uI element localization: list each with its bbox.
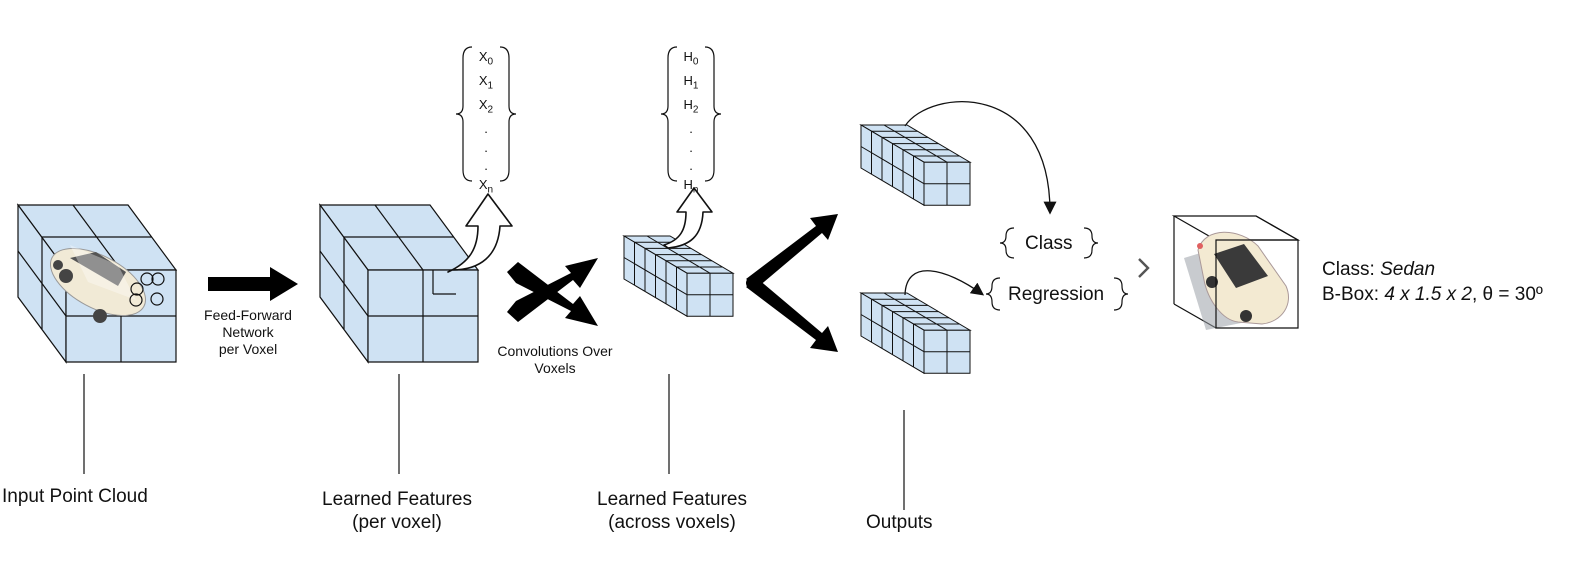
h-vector-right-brace (704, 46, 722, 182)
feed-forward-line: Network (222, 323, 274, 340)
regression-output-grid (859, 292, 972, 375)
class-output-grid (859, 124, 972, 207)
per-voxel-feature-grid (318, 203, 480, 364)
regression-left-brace (985, 277, 1001, 311)
h-vector-entry: H1 (679, 72, 703, 96)
h-entry-base: H (683, 73, 693, 89)
x-entry-base: . (484, 158, 488, 174)
result-bbox-angle: , θ = 30º (1471, 284, 1543, 305)
learned-per-voxel-line: Learned Features (322, 489, 472, 510)
h-entry-base: H (683, 49, 693, 64)
h-vector-entry: . (679, 157, 703, 176)
input-point-cloud-label: Input Point Cloud (2, 486, 148, 507)
voxel-edge (883, 292, 948, 331)
x-vector: X0 X1 X2 . . . Xn (474, 48, 498, 200)
feed-forward-label: Feed-Forward Network per Voxel (190, 307, 306, 357)
convolutions-line: Voxels (534, 359, 576, 376)
input-car-image (49, 245, 147, 323)
learned-per-voxel-label: Learned Features (per voxel) (306, 489, 488, 535)
class-right-brace (1083, 227, 1099, 259)
class-head-label: Class (1025, 233, 1073, 254)
x-vector-right-brace (499, 46, 517, 182)
point-markers (129, 272, 165, 307)
regression-right-brace (1113, 277, 1129, 311)
h-vector-entry: . (679, 120, 703, 139)
x-entry-base: X (478, 73, 488, 89)
x-vector-entry: X2 (474, 96, 498, 120)
x-vector-left-brace (455, 46, 473, 182)
x-entry-sub: n (487, 184, 494, 196)
split-arrows (746, 214, 838, 352)
x-vector-entry: . (474, 139, 498, 158)
x-vector-entry: . (474, 120, 498, 139)
learned-across-line: (across voxels) (608, 511, 736, 533)
result-bbox-prefix: B-Box: (1322, 284, 1385, 305)
x-vector-entry: Xn (474, 176, 498, 200)
outputs-label: Outputs (866, 512, 933, 533)
h-entry-base: H (683, 176, 693, 192)
result-class-line: Class: Sedan (1322, 259, 1435, 281)
x-vector-entry: X1 (474, 72, 498, 96)
h-vector: H0 H1 H2 . . . Hn (679, 48, 703, 200)
result-bbox-dims: 4 x 1.5 x 2 (1384, 284, 1472, 305)
h-entry-base: . (689, 139, 693, 155)
h-entry-sub: 0 (692, 56, 699, 68)
voxel-edge (623, 257, 688, 296)
convolutions-line: Convolutions Over (497, 343, 613, 359)
x-entry-base: X (478, 97, 488, 113)
x-vector-entry: . (474, 157, 498, 176)
x-entry-base: . (484, 121, 488, 137)
result-car-image (1197, 231, 1289, 325)
h-vector-left-brace (660, 46, 678, 182)
across-voxel-feature-grid (622, 235, 735, 318)
class-head-arrow (904, 101, 1057, 215)
x-entry-base: X (478, 176, 488, 192)
convolutions-label: Convolutions Over Voxels (480, 343, 630, 377)
x-entry-base: . (484, 139, 488, 155)
x-vector-entry: X0 (474, 48, 498, 72)
result-class-value: Sedan (1380, 259, 1436, 280)
h-entry-sub: 2 (692, 104, 699, 116)
h-entry-base: H (683, 97, 693, 113)
h-entry-base: . (689, 121, 693, 137)
x-entry-base: X (478, 49, 488, 64)
result-box-front (1215, 215, 1299, 329)
voxel-edge (646, 235, 711, 274)
h-entry-sub: n (692, 184, 699, 196)
h-vector-entry: Hn (679, 176, 703, 200)
extract-h-arrow (663, 187, 713, 249)
voxel-edge (860, 314, 925, 353)
convolution-arrows (507, 258, 598, 326)
learned-across-line: Learned Features (597, 489, 747, 510)
feed-forward-line: per Voxel (218, 340, 278, 357)
learned-per-voxel-line: (per voxel) (352, 511, 442, 533)
h-vector-entry: . (679, 139, 703, 158)
h-vector-entry: H0 (679, 48, 703, 72)
learned-across-label: Learned Features (across voxels) (580, 489, 764, 535)
h-vector-entry: H2 (679, 96, 703, 120)
extract-x-arrow (447, 193, 513, 273)
result-class-prefix: Class: (1322, 259, 1381, 280)
h-entry-base: . (689, 158, 693, 174)
voxel-edge (883, 124, 948, 163)
x-entry-sub: 2 (487, 104, 494, 116)
x-entry-sub: 1 (487, 80, 494, 92)
result-bbox-line: B-Box: 4 x 1.5 x 2, θ = 30º (1322, 284, 1543, 306)
h-entry-sub: 1 (692, 80, 699, 92)
regression-head-label: Regression (1008, 284, 1105, 305)
feed-forward-arrow (208, 267, 298, 301)
feed-forward-line: Feed-Forward (204, 307, 292, 323)
voxel-edge (860, 146, 925, 185)
x-entry-sub: 0 (487, 56, 494, 68)
regression-head-arrow (904, 270, 985, 296)
class-left-brace (999, 227, 1015, 259)
chevron-right-icon (1138, 258, 1150, 278)
